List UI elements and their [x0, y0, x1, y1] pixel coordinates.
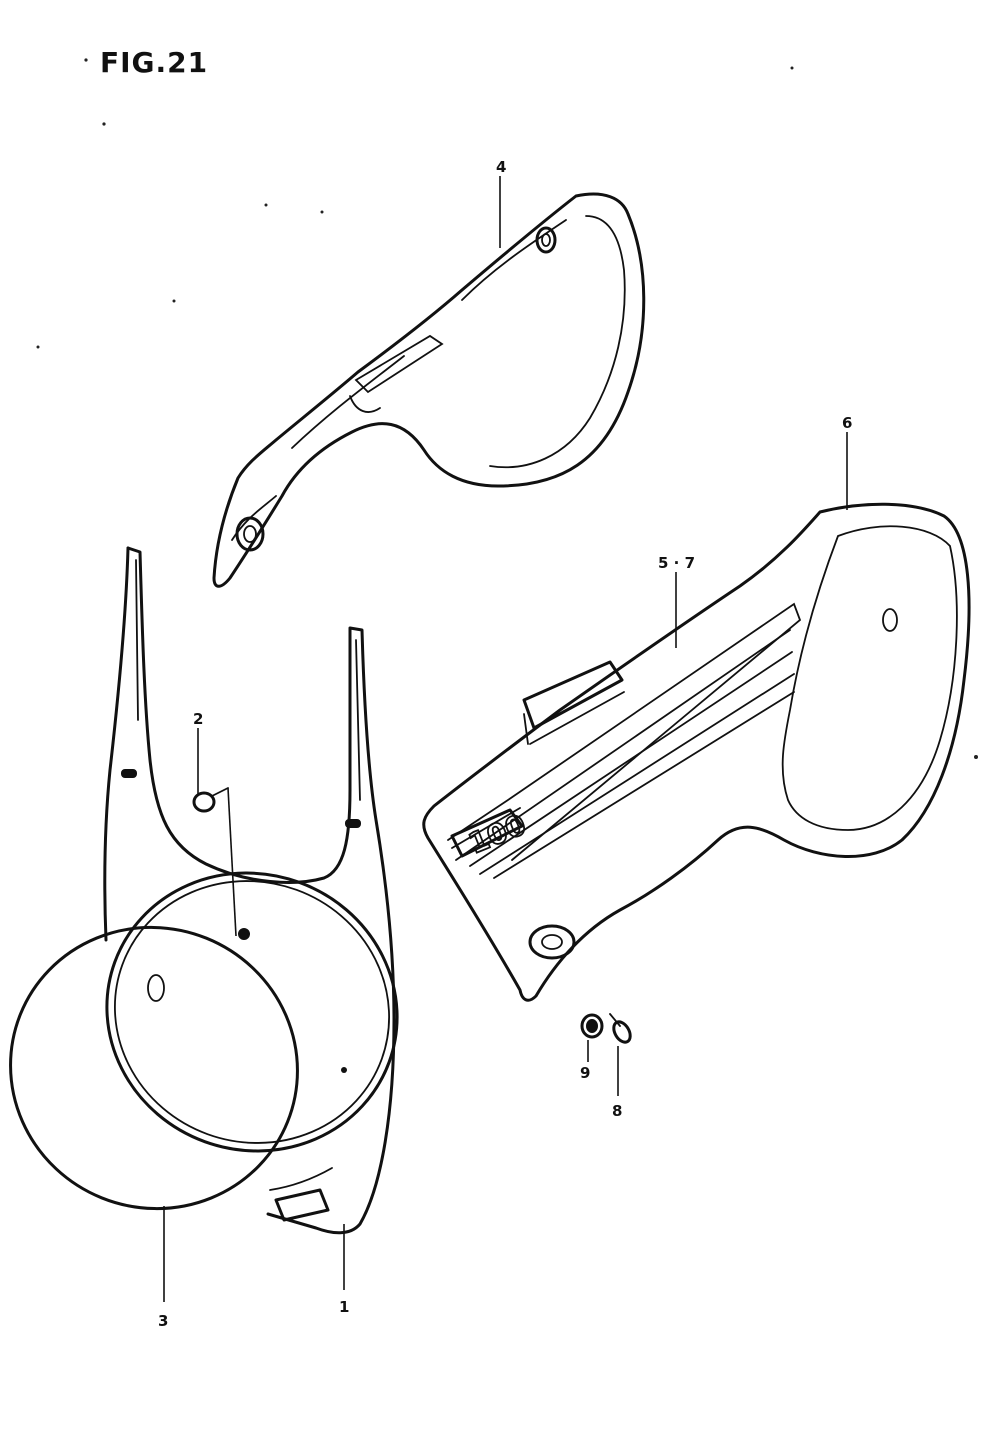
- screw-hole-icon: [535, 226, 557, 254]
- callout-8: 8: [612, 1102, 622, 1120]
- callout-1: 1: [339, 1298, 349, 1316]
- callout-5-7: 5 · 7: [658, 554, 695, 572]
- screw-hole-icon: [882, 608, 898, 632]
- scan-specks: [36, 58, 978, 759]
- part-2-screw[interactable]: [192, 787, 237, 937]
- part-3-headlight-cover[interactable]: [0, 884, 340, 1251]
- callout-3: 3: [158, 1312, 168, 1330]
- part-1-fork-cover[interactable]: [68, 546, 437, 1235]
- callout-4: 4: [496, 158, 506, 176]
- screw-hole-icon: [147, 974, 165, 1002]
- part-6-side-cover[interactable]: 100: [422, 502, 971, 1002]
- hole-icon: [238, 928, 250, 940]
- part-4-side-cover[interactable]: [212, 192, 646, 588]
- screw-hole-icon: [528, 924, 576, 960]
- part-8-screw[interactable]: [609, 1013, 634, 1045]
- callout-9: 9: [580, 1064, 590, 1082]
- emblem-100: 100: [450, 807, 531, 861]
- hole-icon: [341, 1067, 347, 1073]
- slot-icon: [345, 819, 361, 828]
- callout-6: 6: [842, 414, 852, 432]
- leader-lines: [163, 176, 848, 1302]
- callout-2: 2: [193, 710, 203, 728]
- part-9-grommet[interactable]: [580, 1013, 604, 1039]
- grommet-icon: [235, 516, 265, 552]
- figure-title: FIG.21: [100, 46, 209, 79]
- slot-icon: [121, 769, 137, 778]
